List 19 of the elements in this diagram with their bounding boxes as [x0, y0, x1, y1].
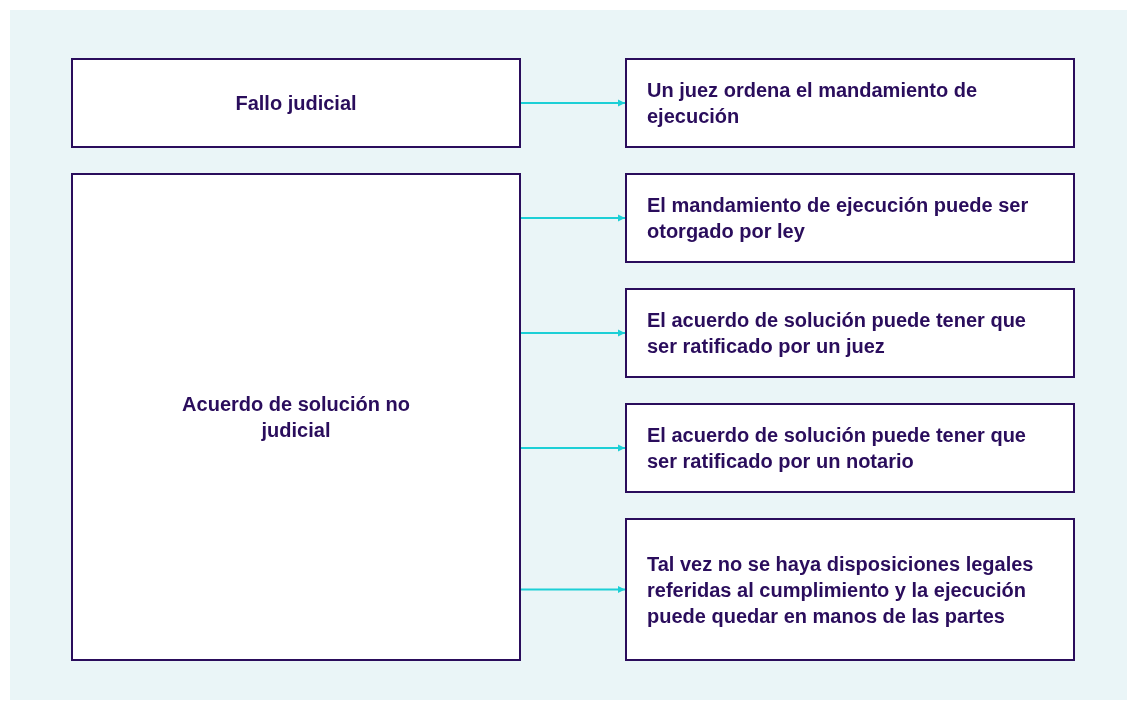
text-box: [625, 58, 1075, 148]
arrow: [520, 214, 626, 222]
box-text: Tal vez no se haya disposiciones legales referidas al cumplimiento y la ejecución puede quedar en manos de las partes: [647, 551, 1035, 629]
arrow: [520, 99, 626, 107]
box-text: Fallo judicial: [235, 91, 357, 116]
box-text: Un juez ordena el mandamiento de ejecución: [647, 78, 979, 129]
arrow: [520, 444, 626, 452]
text-box: [71, 173, 521, 661]
text-box: [625, 518, 1075, 661]
box-text: El mandamiento de ejecución puede ser otorgado por ley: [647, 193, 1030, 244]
text-box: [625, 173, 1075, 263]
arrow: [520, 329, 626, 337]
text-box: [625, 403, 1075, 493]
box-text: Acuerdo de solución no judicial: [181, 392, 411, 443]
arrow: [520, 586, 626, 593]
box-text: El acuerdo de solución puede tener que ser ratificado por un juez: [647, 308, 1027, 359]
text-box: [625, 288, 1075, 378]
text-box: [71, 58, 521, 148]
box-text: El acuerdo de solución puede tener que ser ratificado por un notario: [647, 423, 1027, 474]
